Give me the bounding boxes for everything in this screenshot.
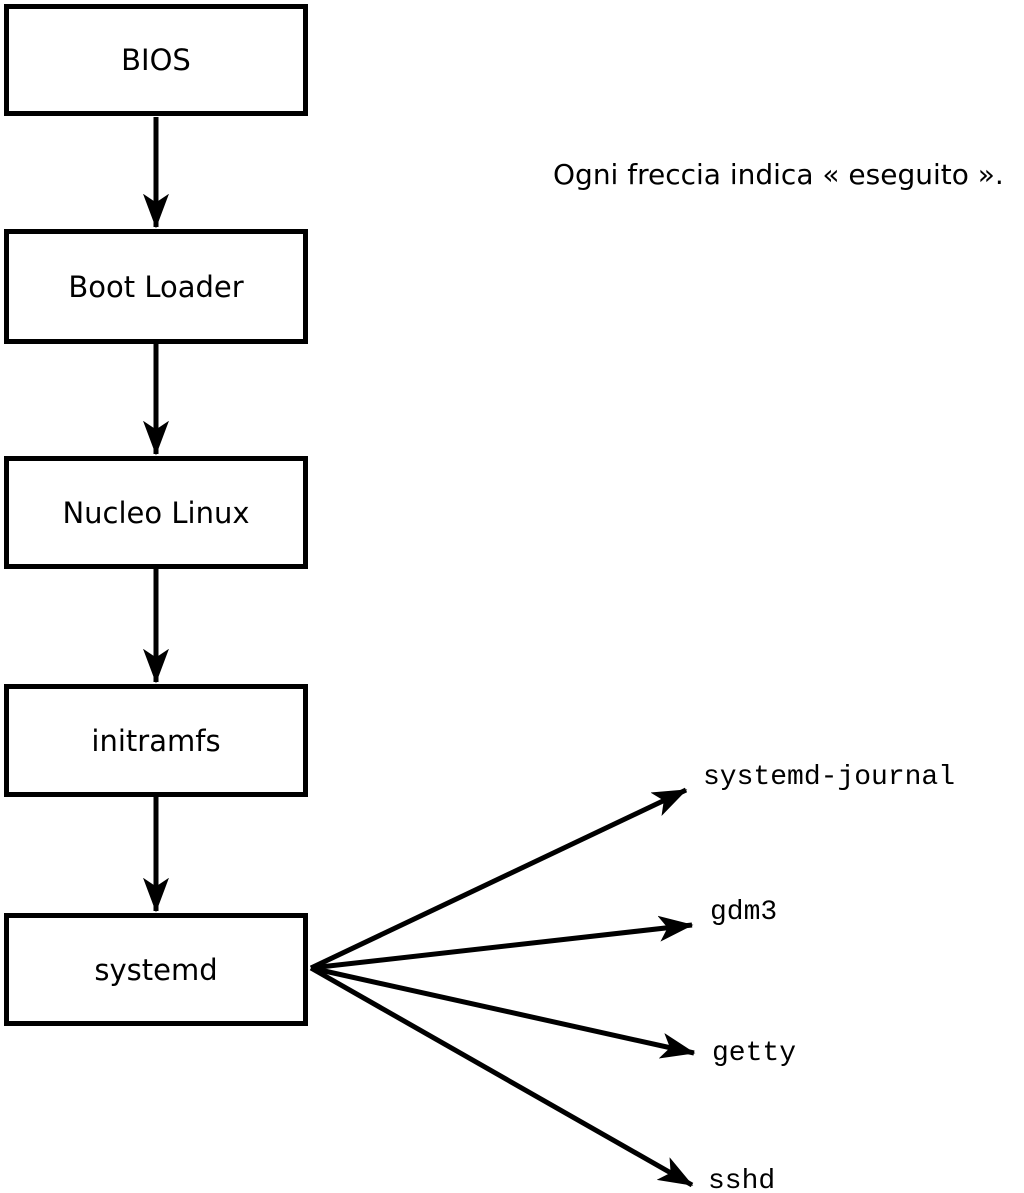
node-systemd: systemd (4, 913, 308, 1026)
node-initramfs-label: initramfs (91, 724, 220, 758)
node-nucleo-linux: Nucleo Linux (4, 456, 308, 569)
arrow-systemd-to-gdm3 (310, 925, 692, 971)
node-bios: BIOS (4, 4, 308, 116)
node-bios-label: BIOS (121, 43, 191, 77)
service-label-gdm3: gdm3 (710, 897, 777, 928)
node-initramfs: initramfs (4, 684, 308, 797)
node-nucleo-linux-label: Nucleo Linux (62, 496, 249, 530)
service-label-systemd-journal: systemd-journal (703, 762, 955, 793)
node-nucleo-linux-box (4, 456, 308, 569)
node-boot-loader-box (4, 229, 308, 344)
node-systemd-box (4, 913, 308, 1026)
service-label-sshd: sshd (708, 1166, 775, 1193)
arrow-systemd-to-systemd-journal (309, 787, 686, 971)
caption: Ogni freccia indica « eseguito ». (553, 158, 1004, 191)
arrow-systemd-to-getty (310, 965, 694, 1053)
arrow-systemd-to-sshd (309, 965, 692, 1188)
node-systemd-label: systemd (94, 953, 217, 987)
service-label-getty: getty (712, 1038, 796, 1069)
node-boot-loader-label: Boot Loader (68, 270, 243, 304)
node-initramfs-box (4, 684, 308, 797)
node-boot-loader: Boot Loader (4, 229, 308, 344)
node-bios-box (4, 4, 308, 116)
